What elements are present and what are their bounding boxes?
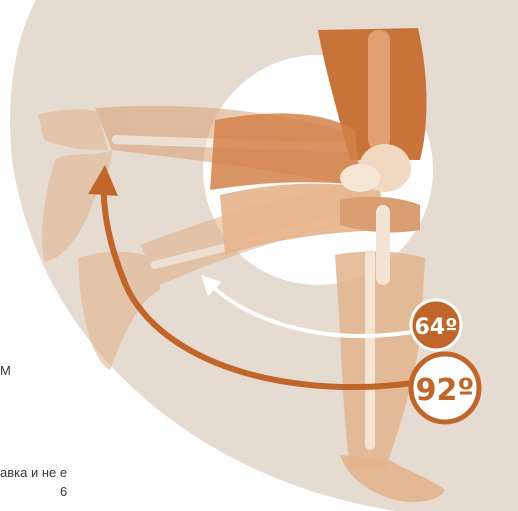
angle-label-64: 64º — [414, 315, 457, 340]
angle-badge-64: 64º — [411, 300, 461, 350]
cropped-text-line-2: авка и не е — [0, 465, 67, 480]
cropped-text-line-1: M — [0, 363, 11, 378]
angle-label-92: 92º — [416, 373, 475, 408]
angle-badge-92: 92º — [411, 354, 479, 422]
cropped-text-line-3: 6 — [60, 484, 67, 499]
